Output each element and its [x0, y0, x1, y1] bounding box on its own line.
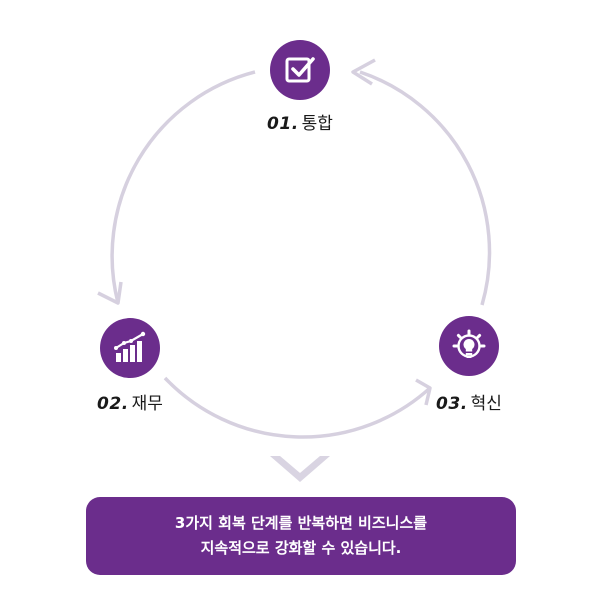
step-number: 02.: [97, 394, 129, 414]
arrowhead-left: [97, 281, 123, 305]
step-name: 혁신: [470, 394, 502, 414]
lightbulb-gear-icon: [452, 329, 486, 358]
growth-chart-icon: [114, 331, 146, 362]
arc-innovation-to-integration: [359, 70, 492, 306]
step-integration-label: 01.통합: [230, 109, 370, 134]
arrowhead-bottom: [415, 378, 432, 406]
step-integration-node: [270, 40, 330, 100]
step-finance-node: [100, 318, 160, 378]
step-number: 03.: [436, 394, 468, 414]
step-innovation-label: 03.혁신: [399, 389, 539, 414]
step-finance-label: 02.재무: [60, 389, 200, 414]
step-name: 통합: [301, 114, 333, 134]
arc-finance-to-innovation: [163, 376, 432, 439]
step-number: 01.: [267, 114, 299, 134]
summary-banner: 3가지 회복 단계를 반복하면 비즈니스를 지속적으로 강화할 수 있습니다.: [86, 497, 516, 575]
arrowhead-top: [351, 58, 376, 86]
chevron-down-icon: [270, 456, 330, 482]
step-name: 재무: [131, 394, 163, 414]
arc-integration-to-finance: [110, 70, 256, 304]
summary-line-2: 지속적으로 강화할 수 있습니다.: [200, 539, 402, 557]
checkbox-icon: [285, 57, 315, 83]
summary-line-1: 3가지 회복 단계를 반복하면 비즈니스를: [174, 514, 428, 532]
step-innovation-node: [439, 316, 499, 376]
